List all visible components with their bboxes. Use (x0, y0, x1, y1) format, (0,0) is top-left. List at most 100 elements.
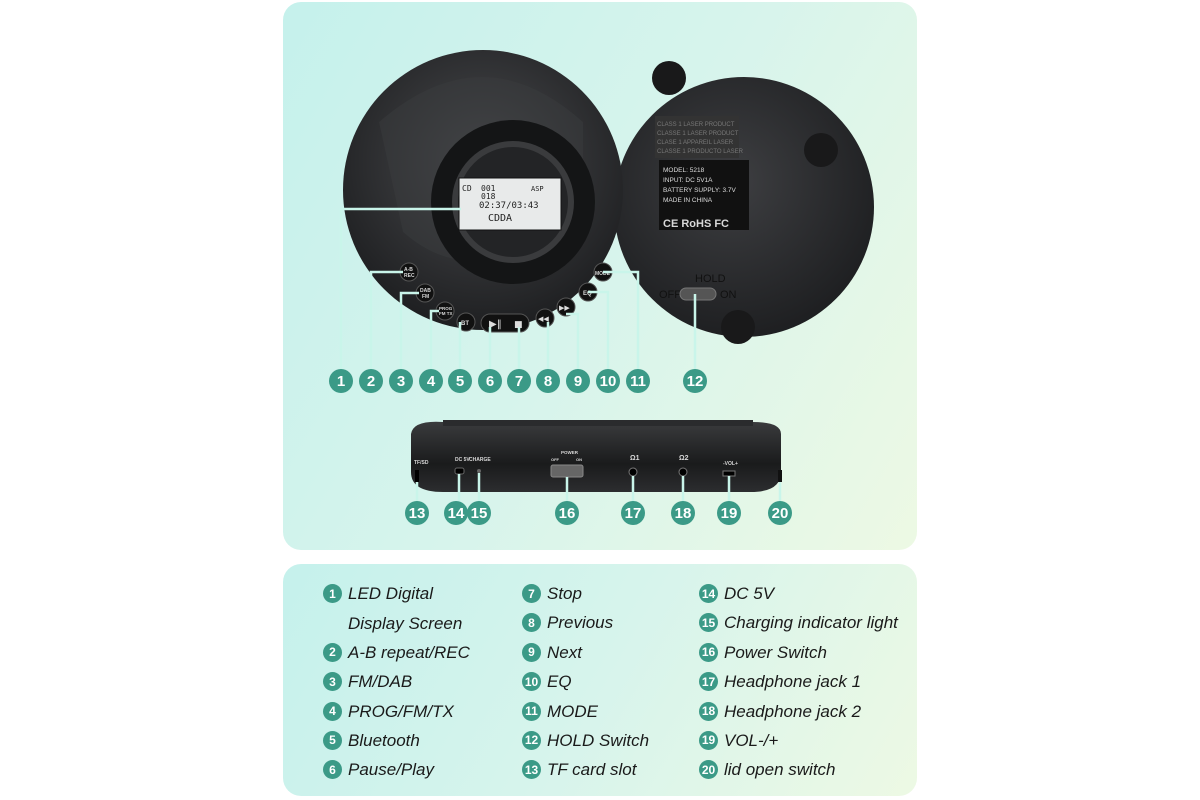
power-off-label: OFF (551, 457, 560, 462)
legend-item: 8 Previous (522, 613, 649, 642)
callout-number: 8 (544, 373, 552, 390)
callout-badge: 15 (467, 501, 491, 525)
legend-label: DC 5V (724, 584, 774, 604)
legend-label: PROG/FM/TX (348, 702, 454, 722)
hold-off-label: OFF (659, 289, 681, 301)
legend-label-line: DC 5V (724, 584, 775, 603)
legend-label-line: Charging indicator light (724, 613, 898, 633)
volume-rocker[interactable] (722, 470, 736, 477)
headphone2-label: Ω2 (679, 455, 689, 462)
legend-number-badge: 2 (323, 642, 342, 662)
svg-text:A-B: A-B (404, 267, 413, 273)
legend-item: 5 Bluetooth (323, 730, 470, 760)
legend-number-badge: 5 (323, 730, 342, 750)
device-front-view: CD 001 018 ASP 02:37/03:43 CDDA A-B REC … (343, 50, 623, 333)
lcd-total: 018 (481, 192, 496, 201)
legend-label: Power Switch (724, 643, 827, 663)
callout-badge: 6 (478, 369, 502, 393)
legend-label-line: Headphone jack 1 (724, 672, 862, 692)
legend-number-badge: 19 (699, 730, 718, 750)
spec-label (659, 160, 749, 230)
legend-label-line: PROG/FM/TX (348, 701, 454, 721)
legend-number-badge: 13 (522, 760, 541, 780)
legend-label-line: Bluetooth (348, 730, 420, 750)
callout-number: 20 (772, 505, 789, 522)
lcd-screen (458, 177, 562, 231)
legend-label-line: Next (547, 642, 582, 662)
callout-badge: 8 (536, 369, 560, 393)
legend-number-badge: 8 (522, 613, 541, 633)
legend-label-line: A-B repeat/REC (348, 642, 470, 662)
callout-badge: 3 (389, 369, 413, 393)
hold-label: HOLD (695, 273, 726, 285)
power-switch[interactable] (550, 464, 584, 478)
next-button[interactable]: ▶▶ (556, 297, 576, 317)
legend-label-line: Stop (547, 584, 582, 603)
callout-badge: 11 (626, 369, 650, 393)
svg-text:BT: BT (461, 321, 469, 327)
callout-number: 5 (456, 373, 464, 390)
legend-number-badge: 3 (323, 672, 342, 692)
side-body (411, 421, 781, 492)
volume-label: -VOL+ (723, 461, 738, 467)
legend-label: Headphone jack 2 (724, 702, 861, 722)
play-pause-icon: ▶‖ (489, 319, 502, 330)
legend-label: Headphone jack 1 (724, 672, 861, 692)
legend-label: Charging indicator light (724, 613, 898, 633)
legend-label: A-B repeat/REC (348, 643, 470, 663)
callout-number: 18 (675, 505, 692, 522)
label-line: MADE IN CHINA (663, 197, 713, 204)
lid-open-switch[interactable] (778, 470, 782, 482)
dc-label: DC 5V (455, 457, 470, 463)
legend-number-badge: 10 (522, 672, 541, 692)
legend-label: Previous (547, 613, 613, 633)
svg-text:EQ: EQ (583, 291, 592, 297)
stop-icon[interactable]: ■ (514, 320, 523, 330)
callout-number: 4 (427, 373, 436, 390)
legend-label-line: Display Screen (348, 613, 463, 633)
legend-item: 9 Next (522, 642, 649, 672)
svg-text:DAB: DAB (420, 288, 431, 294)
callout-badge: 19 (717, 501, 741, 525)
legend-number-badge: 9 (522, 642, 541, 662)
label-line: MODEL: 5218 (663, 167, 705, 174)
callout-number: 13 (409, 505, 426, 522)
prog-fmtx-button[interactable]: PROG FM TX (435, 301, 455, 321)
callout-badge: 18 (671, 501, 695, 525)
hold-switch[interactable] (679, 287, 717, 301)
bluetooth-button[interactable]: BT (456, 312, 476, 332)
label-line: BATTERY SUPPLY: 3.7V (663, 187, 737, 194)
legend-label-line: TF card slot (547, 760, 637, 780)
rubber-foot (804, 133, 838, 167)
previous-button[interactable]: ◀◀ (535, 308, 555, 328)
label-line: CLASS 1 LASER PRODUCT (657, 122, 735, 128)
headphone-jack-2[interactable] (678, 467, 688, 477)
legend-label-line: Previous (547, 613, 614, 633)
callout-badge: 5 (448, 369, 472, 393)
tf-label: TF/SD (414, 460, 429, 466)
power-on-label: ON (576, 457, 582, 462)
next-icon: ▶▶ (559, 304, 570, 312)
cert-logos: CE RoHS FC (663, 218, 729, 230)
callout-badge: 10 (596, 369, 620, 393)
svg-text:MODE: MODE (595, 271, 611, 277)
headphone-jack-1[interactable] (628, 467, 638, 477)
legend-number-badge: 20 (699, 760, 718, 780)
legend-label: MODE (547, 702, 598, 722)
legend-label-line: Pause/Play (348, 760, 434, 780)
tf-card-slot[interactable] (415, 470, 419, 482)
play-pause-button[interactable]: ▶‖ ■ (480, 313, 530, 333)
legend-label: Next (547, 643, 582, 663)
ab-rec-button[interactable]: A-B REC (399, 262, 419, 282)
svg-text:REC: REC (404, 273, 415, 279)
dc-port[interactable] (454, 467, 465, 475)
legend-label-line: FM/DAB (348, 672, 413, 692)
